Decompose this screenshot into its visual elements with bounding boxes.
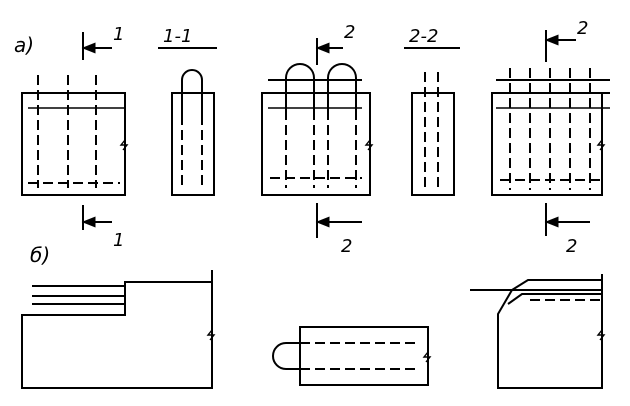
section-1-1: 1-1 [158, 26, 217, 196]
stepped-beam-end [21, 270, 216, 389]
looped-beam-end [272, 326, 432, 386]
cut-line-2b: 2 2 [544, 18, 590, 257]
cut-mark-2b-bottom: 2 [566, 236, 577, 257]
section-label-2-2: 2-2 [409, 26, 438, 47]
cut-mark-2a-top: 2 [344, 22, 355, 43]
cut-line-1: 1 1 [81, 24, 124, 251]
cut-mark-1-bottom: 1 [113, 230, 124, 251]
cut-line-2a: 2 2 [315, 22, 362, 257]
cut-mark-1-top: 1 [113, 24, 124, 45]
panel-label-a: а) [14, 33, 34, 57]
section-2-2: 2-2 [404, 26, 460, 196]
section-label-1-1: 1-1 [163, 26, 192, 47]
beam-elevation-2 [261, 63, 374, 196]
cut-mark-2b-top: 2 [577, 18, 588, 39]
panel-label-b: б) [30, 243, 50, 267]
chamfered-beam-end [470, 274, 606, 389]
cut-mark-2a-bottom: 2 [341, 236, 352, 257]
beam-elevation-3 [491, 68, 610, 196]
beam-elevation-1 [21, 75, 129, 196]
